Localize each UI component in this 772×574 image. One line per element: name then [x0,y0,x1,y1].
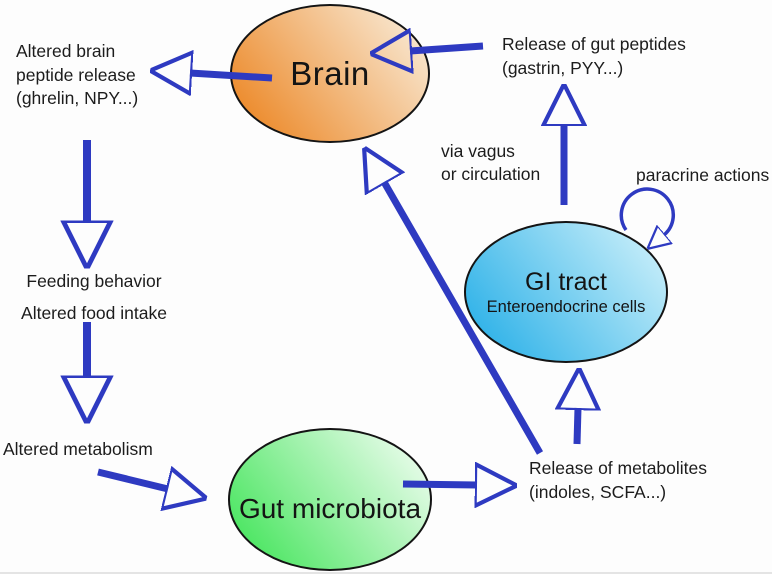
node-gut-microbiota: Gut microbiota [228,428,432,571]
arrow-metabolites-to-gi-tract [577,408,578,445]
node-gi-tract: GI tract Enteroendocrine cells [464,221,668,363]
label-altered-brain-peptide-release: Altered brain peptide release (ghrelin, … [16,41,139,108]
gi-tract-label: GI tract [525,267,607,296]
arrow-metabolites-to-brain [384,182,544,455]
gi-tract-sublabel: Enteroendocrine cells [486,297,646,316]
label-release-of-gut-peptides: Release of gut peptides (gastrin, PYY...… [502,34,686,78]
label-altered-metabolism: Altered metabolism [3,439,153,459]
gut-microbiota-label: Gut microbiota [238,492,422,524]
label-paracrine-actions: paracrine actions [636,165,770,185]
arrow-gut-microbiota-to-metabolites [402,484,477,485]
label-feeding-behavior: Feeding behavior Altered food intake [21,271,167,323]
bottom-edge-line [0,572,772,574]
brain-label: Brain [290,54,370,92]
arrow-paracrine-loop [619,187,675,235]
arrow-metabolism-to-gut-microbiota [97,472,168,489]
arrow-brain-to-peptide-release [190,73,273,78]
label-release-of-metabolites: Release of metabolites (indoles, SCFA...… [529,458,708,502]
arrow-gut-peptides-to-brain [410,46,484,51]
label-via-vagus-or-circulation: via vagus or circulation [441,141,541,184]
